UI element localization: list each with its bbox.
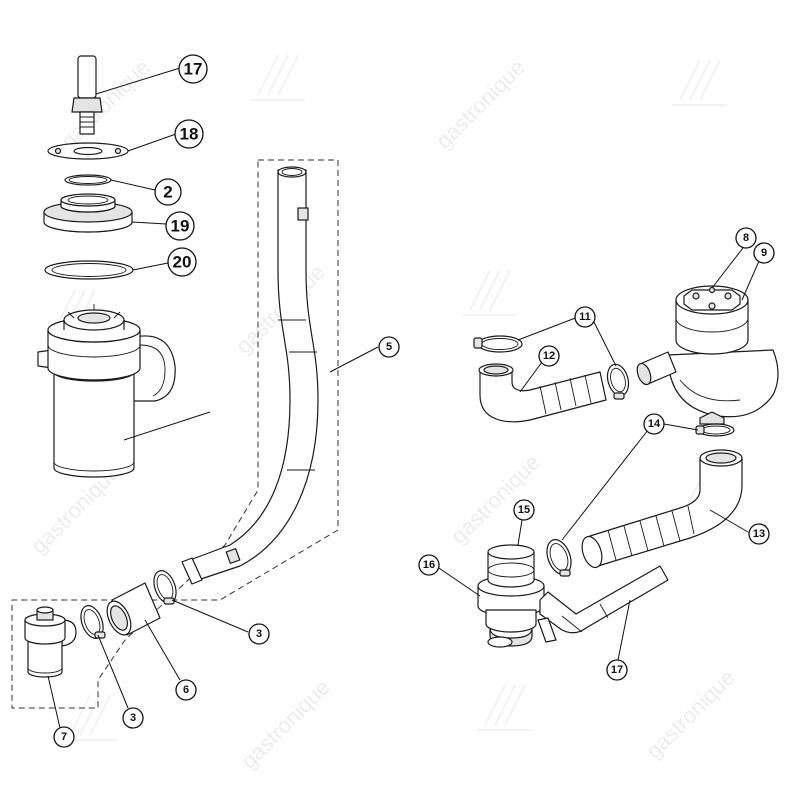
part-11-hose-clamps <box>473 316 630 400</box>
callout-label: 9 <box>761 247 767 259</box>
callout-label: 19 <box>171 217 190 236</box>
callout-20: 20 <box>167 247 197 277</box>
part-18-gasket <box>47 142 129 160</box>
callout-3-left: 3 <box>122 707 144 729</box>
callout-16: 16 <box>418 554 440 576</box>
part-3-hose-clamp-right <box>153 570 249 633</box>
callout-label: 15 <box>518 504 530 516</box>
callout-13: 13 <box>748 523 770 545</box>
callout-9: 9 <box>753 242 775 264</box>
callout-11: 11 <box>574 306 596 328</box>
part-13-corrugated-elbow <box>581 449 749 569</box>
watermark-logo-icon <box>672 59 727 106</box>
watermark-logo-icon <box>62 694 117 741</box>
callout-label: 3 <box>130 712 136 724</box>
callout-label: 7 <box>61 731 67 743</box>
part-3-hose-clamp-left <box>80 605 129 709</box>
callout-label: 11 <box>579 311 591 323</box>
callout-label: 17 <box>611 664 623 676</box>
part-20-washer <box>44 260 134 280</box>
callout-7: 7 <box>53 726 75 748</box>
callout-label: 14 <box>648 418 661 430</box>
assembly-boundary <box>11 159 339 709</box>
callout-label: 12 <box>543 350 555 362</box>
part-17-hose-fitting <box>71 55 103 135</box>
callout-6: 6 <box>175 679 197 701</box>
callout-label: 6 <box>183 684 189 696</box>
pump-inlet-coupling <box>636 351 677 386</box>
callout-2: 2 <box>154 178 182 206</box>
part-2-o-ring <box>64 174 112 186</box>
watermark-text: gastronique <box>56 55 155 154</box>
canister-housing <box>37 304 211 478</box>
callout-label: 20 <box>173 253 192 272</box>
callout-label: 18 <box>180 125 199 144</box>
pump-assembly <box>667 243 779 425</box>
part-15-strainer-basket <box>487 519 535 588</box>
callout-label: 13 <box>753 528 765 540</box>
callout-label: 5 <box>386 341 392 353</box>
callout-8: 8 <box>735 227 757 249</box>
part-19-nut <box>43 193 133 233</box>
watermark-logo-icon <box>47 289 102 336</box>
part-17-outlet-pipe <box>537 565 669 661</box>
callout-label: 2 <box>163 183 172 202</box>
callout-label: 17 <box>184 60 203 79</box>
part-7-small-canister <box>24 606 77 729</box>
part-14-hose-clamps <box>546 423 735 577</box>
callout-3-right: 3 <box>248 623 270 645</box>
callout-14: 14 <box>643 413 665 435</box>
part-12-corrugated-elbow <box>478 361 607 423</box>
callout-19: 19 <box>165 211 195 241</box>
part-5-long-pipe <box>181 166 379 585</box>
part-6-pipe-sleeve <box>106 582 181 681</box>
callout-label: 8 <box>743 232 749 244</box>
callout-17-bottom: 17 <box>606 659 628 681</box>
watermark-text: gastronique <box>236 675 335 774</box>
callout-18: 18 <box>174 119 204 149</box>
callout-label: 16 <box>423 559 435 571</box>
watermark-text: gastronique <box>446 450 545 549</box>
callout-12: 12 <box>538 345 560 367</box>
left-leaders <box>95 67 181 271</box>
callout-5: 5 <box>378 336 400 358</box>
watermark-logo-icon <box>250 54 305 101</box>
watermark-text: gastronique <box>641 665 740 764</box>
watermark-logo-icon <box>477 684 532 731</box>
callout-15: 15 <box>513 499 535 521</box>
watermark-text: gastronique <box>431 55 530 154</box>
callout-label: 3 <box>256 628 262 640</box>
callout-17-top: 17 <box>178 54 208 84</box>
watermark-logo-icon <box>462 269 517 316</box>
